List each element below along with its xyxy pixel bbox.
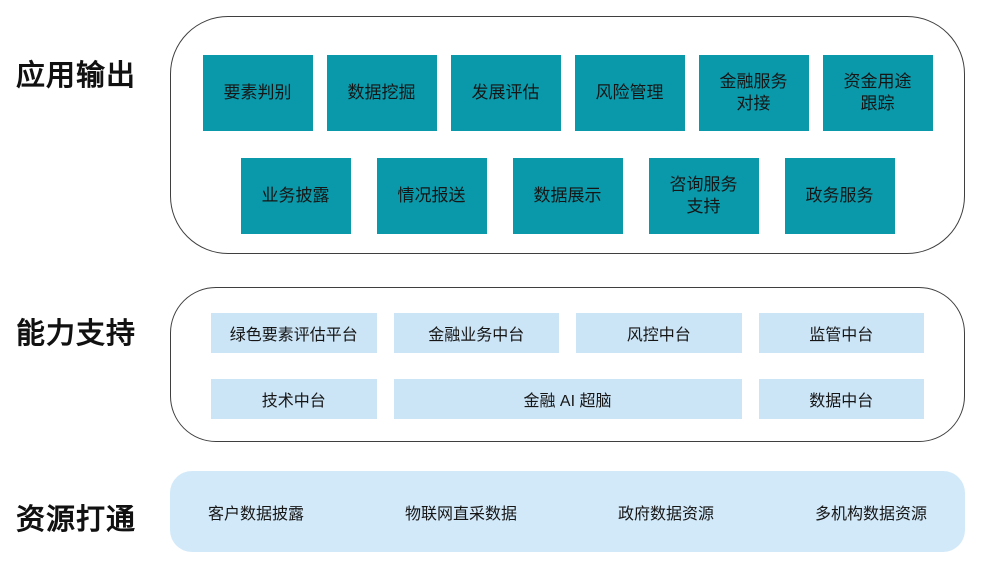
res-item-iot-direct-collection-data: 物联网直采数据 xyxy=(404,505,517,523)
resource-integration-band: 客户数据披露 物联网直采数据 政府数据资源 多机构数据资源 xyxy=(170,471,965,552)
cap-box-data-middle-platform: 数据中台 xyxy=(758,379,924,419)
capability-row-1: 绿色要素评估平台 金融业务中台 风控中台 监管中台 xyxy=(171,313,964,353)
cap-box-green-factor-evaluation-platform: 绿色要素评估平台 xyxy=(211,313,377,353)
cap-box-regulatory-middle-platform: 监管中台 xyxy=(758,313,924,353)
app-box-fund-usage-tracking: 资金用途 跟踪 xyxy=(822,55,933,131)
application-output-row-2: 业务披露 情况报送 数据展示 咨询服务 支持 政务服务 xyxy=(171,158,964,234)
app-box-situation-reporting: 情况报送 xyxy=(376,158,487,234)
res-item-multi-institution-data-resources: 多机构数据资源 xyxy=(814,505,927,523)
app-box-data-mining: 数据挖掘 xyxy=(326,55,437,131)
res-item-government-data-resources: 政府数据资源 xyxy=(617,505,714,523)
app-box-government-service: 政务服务 xyxy=(784,158,895,234)
app-box-consulting-service-support: 咨询服务 支持 xyxy=(648,158,759,234)
cap-box-risk-control-middle-platform: 风控中台 xyxy=(576,313,742,353)
capability-row-2: 技术中台 金融 AI 超脑 数据中台 xyxy=(171,379,964,419)
capability-support-container: 绿色要素评估平台 金融业务中台 风控中台 监管中台 技术中台 金融 AI 超脑 … xyxy=(170,287,965,442)
app-box-risk-management: 风险管理 xyxy=(574,55,685,131)
app-box-factor-identification: 要素判别 xyxy=(202,55,313,131)
cap-box-financial-ai-superbrain: 金融 AI 超脑 xyxy=(393,379,742,419)
app-box-data-display: 数据展示 xyxy=(512,158,623,234)
res-item-customer-data-disclosure: 客户数据披露 xyxy=(208,505,305,523)
section-label-application-output: 应用输出 xyxy=(16,60,137,92)
application-output-container: 要素判别 数据挖掘 发展评估 风险管理 金融服务 对接 资金用途 跟踪 业务披露… xyxy=(170,16,965,254)
section-label-resource-integration: 资源打通 xyxy=(16,504,137,536)
cap-box-technology-middle-platform: 技术中台 xyxy=(211,379,377,419)
app-box-development-evaluation: 发展评估 xyxy=(450,55,561,131)
cap-box-financial-business-middle-platform: 金融业务中台 xyxy=(393,313,559,353)
app-box-business-disclosure: 业务披露 xyxy=(240,158,351,234)
section-label-capability-support: 能力支持 xyxy=(16,318,137,350)
app-box-financial-service-docking: 金融服务 对接 xyxy=(698,55,809,131)
application-output-row-1: 要素判别 数据挖掘 发展评估 风险管理 金融服务 对接 资金用途 跟踪 xyxy=(171,55,964,131)
